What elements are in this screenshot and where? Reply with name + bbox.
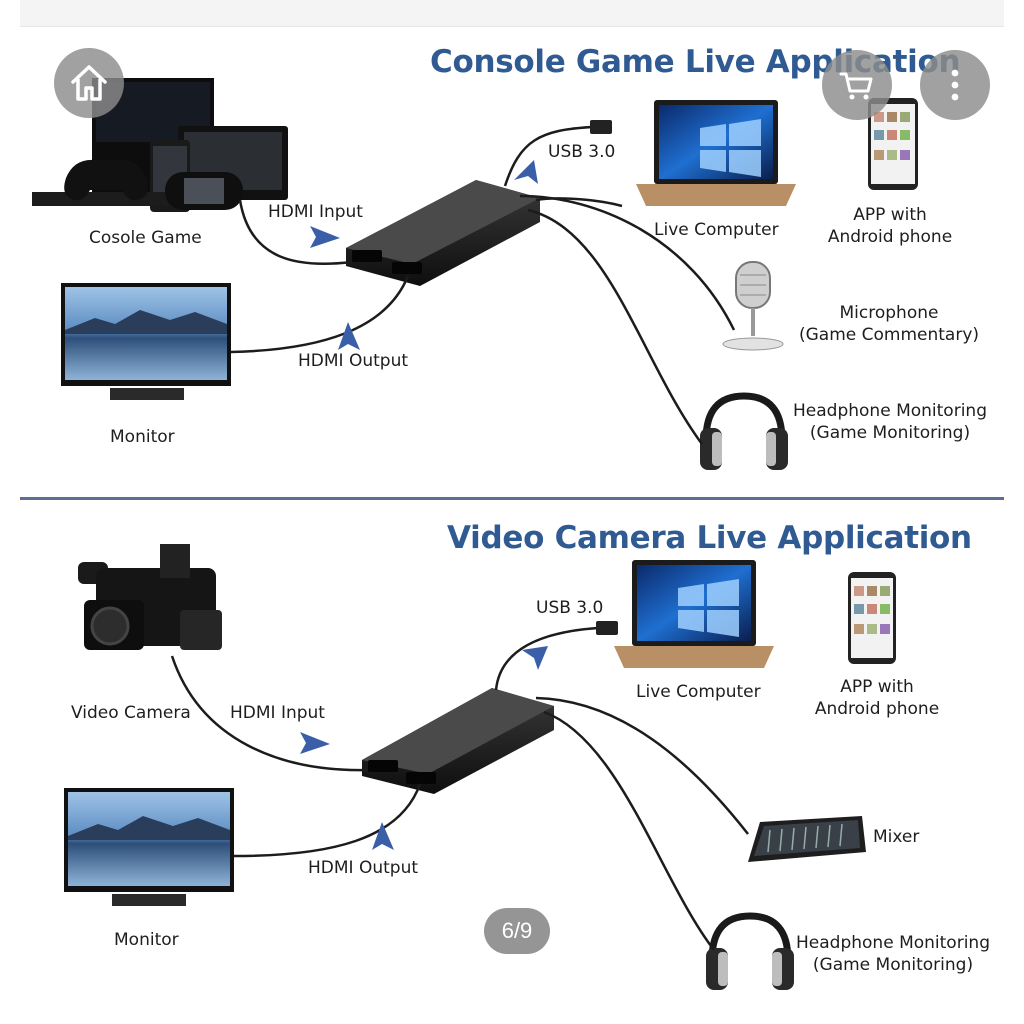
monitor-image [61,283,231,400]
hdmi-output-label-2: HDMI Output [308,858,419,878]
arrows-1 [310,160,538,350]
cables-2 [170,626,749,951]
cables-1 [230,125,736,445]
home-icon [71,65,107,101]
live-computer-label-2: Live Computer [636,682,761,702]
cart-button[interactable] [822,50,892,120]
live-computer-image-2 [614,560,774,668]
usb-label-2: USB 3.0 [536,598,604,618]
headphones-image [700,392,788,470]
usb-label: USB 3.0 [548,142,616,162]
video-camera-label: Video Camera [71,703,191,723]
app-label-2-line2: Android phone [814,699,940,719]
app-label-2-line1: APP with [840,677,914,697]
console-game-label: Cosole Game [89,228,202,248]
capture-card-image-2 [362,688,554,794]
capture-card-image [346,180,540,286]
app-label-line2: Android phone [827,227,953,247]
android-phone-image-2 [848,572,896,664]
page-indicator: 6/9 [484,908,550,954]
mixer-image [748,816,866,862]
app-label-line1: APP with [853,205,927,225]
home-button[interactable] [54,48,124,118]
android-phone-image [868,98,918,190]
live-computer-image [636,100,796,206]
console-game-image [32,78,288,212]
monitor-label-2: Monitor [114,930,179,950]
usb-plug-1 [590,120,612,134]
headphones-image-2 [706,912,794,990]
microphone-label-line2: (Game Commentary) [798,325,980,345]
cart-icon [839,72,873,100]
headphone-label-2-line2: (Game Monitoring) [812,955,974,975]
top-bar [20,0,1004,27]
usb-plug-2 [596,621,618,635]
section-divider [20,497,1004,500]
section2-title: Video Camera Live Application [447,520,972,556]
more-options-button[interactable] [920,50,990,120]
headphone-label-line2: (Game Monitoring) [809,423,971,443]
monitor-label: Monitor [110,427,175,447]
hdmi-output-label: HDMI Output [298,351,409,371]
monitor-image-2 [64,788,234,906]
hdmi-input-label-2: HDMI Input [230,703,325,723]
more-vertical-icon [951,69,959,101]
headphone-label-line1: Headphone Monitoring [793,401,987,421]
arrows-2 [300,646,548,850]
mixer-label: Mixer [873,827,920,847]
video-camera-image [78,544,222,650]
hdmi-input-label: HDMI Input [268,202,363,222]
microphone-label-line1: Microphone [839,303,939,323]
microphone-image [722,261,784,351]
headphone-label-2-line1: Headphone Monitoring [796,933,990,953]
live-computer-label: Live Computer [654,220,779,240]
